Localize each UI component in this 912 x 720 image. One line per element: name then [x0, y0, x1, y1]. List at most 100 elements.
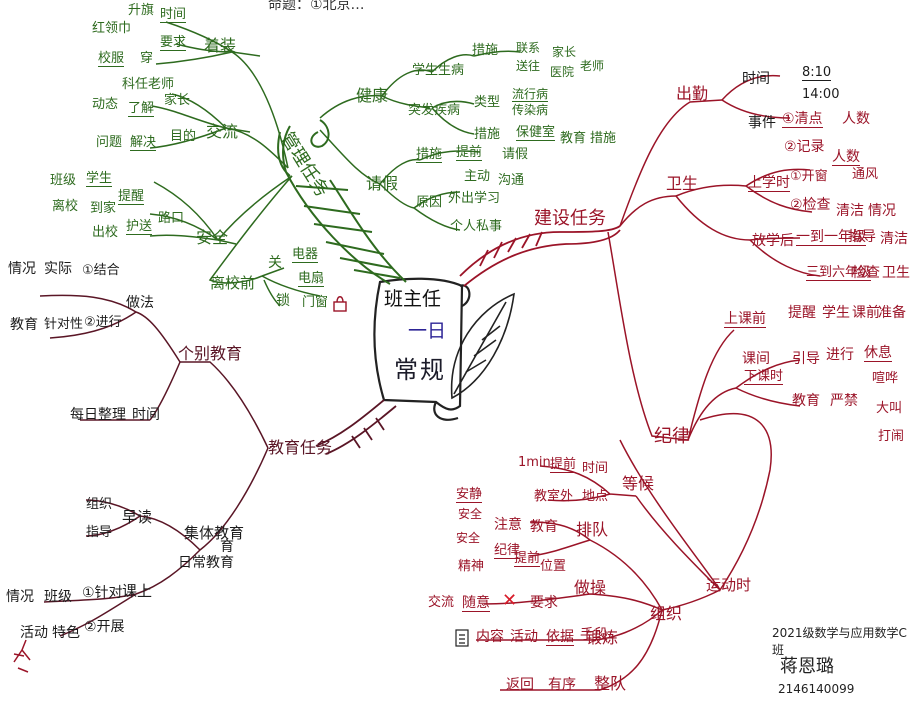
queue-item: 位置: [540, 559, 567, 574]
in-class-item: 班级: [44, 589, 72, 605]
safety-item: 学生: [86, 171, 113, 187]
hygiene-label: 卫生: [666, 174, 699, 193]
flower-icon: [13, 639, 31, 673]
attendance-time: 14:00: [802, 87, 840, 102]
attendance-event-item: 人数: [842, 111, 870, 127]
discipline-recess-item: 引导: [792, 351, 820, 367]
queue-item: 安全: [458, 507, 483, 521]
practice-item: 活动: [510, 629, 538, 645]
safety-item: 护送: [126, 219, 153, 235]
health-label: 健康: [356, 86, 389, 105]
safety-item: 提醒: [118, 189, 145, 205]
discipline-recess-item: 下课时: [744, 369, 784, 385]
individual-item: 实际: [44, 261, 72, 277]
individual-education-label: 个别教育: [178, 344, 243, 363]
attendance-event-item: 人数: [832, 149, 860, 166]
dress-item: 升旗: [128, 3, 155, 18]
waiting-item: 1min: [518, 455, 551, 470]
construction-title: 建设任务: [534, 208, 606, 229]
exchange-item: 目的: [170, 129, 197, 144]
in-class-item: 特色: [52, 625, 80, 641]
practice-label: 锻炼: [586, 628, 619, 647]
leave-item: 请假: [502, 147, 529, 162]
leave-item: 外出学习: [448, 191, 501, 206]
hygiene-item: ②检查: [790, 197, 831, 213]
student-id: 2146140099: [778, 682, 855, 696]
management-branches: [149, 21, 521, 307]
hygiene-item: 指导: [848, 229, 876, 245]
attendance-event-label: 事件: [748, 115, 776, 131]
discipline-before-item: 课前: [852, 305, 880, 321]
health-item: 学生生病: [412, 63, 465, 78]
queue-item: 精神: [458, 559, 485, 574]
exchange-item: 问题: [96, 135, 123, 150]
exchange-item: 了解: [128, 101, 155, 117]
hygiene-item: 检查: [852, 265, 880, 281]
individual-item: 教育: [10, 317, 38, 333]
hygiene-item: 清洁: [880, 231, 908, 247]
individual-item: 针对性: [44, 317, 84, 332]
leave-item: 沟通: [498, 173, 525, 188]
safety-item: 到家: [90, 201, 117, 216]
discipline-before-item: 提醒: [788, 305, 816, 321]
waiting-item: 提前: [550, 457, 577, 473]
individual-item: 时间: [132, 407, 160, 423]
education-trunk: [315, 399, 397, 455]
hygiene-item: 情况: [868, 203, 896, 219]
health-item: 流行病: [512, 87, 549, 102]
in-class-item: 活动: [20, 625, 48, 641]
queue-item: 安静: [456, 487, 483, 503]
individual-item: ①结合: [82, 263, 120, 278]
queue-item: 纪律: [494, 543, 521, 559]
exchange-item: 科任老师: [122, 77, 175, 92]
hygiene-item: 清洁: [836, 203, 864, 219]
dress-item: 要求: [160, 35, 187, 51]
safety-item: 离校: [52, 199, 79, 214]
exchange-item: 家长: [164, 93, 191, 108]
attendance-time-label: 时间: [742, 71, 770, 87]
practice-item: 手段: [580, 627, 608, 643]
tidy-item: 有序: [548, 677, 576, 693]
attendance-time: 8:10: [802, 65, 832, 81]
exercise-do-label: 做操: [574, 578, 607, 597]
center-day: 一日: [408, 320, 447, 342]
before-leave-item: 电扇: [298, 271, 325, 287]
health-item: 突发疾病: [408, 103, 461, 118]
hygiene-item: 放学后: [752, 233, 794, 249]
waiting-item: 教室外: [534, 489, 574, 504]
top-cropped-text: 命题：①北京…: [268, 0, 365, 13]
class-info: 2021级数学与应用数学C班: [772, 626, 907, 657]
leave-item: 原因: [416, 195, 443, 210]
practice-item: 内容: [476, 629, 504, 645]
exercise-do-item: 随意: [462, 595, 490, 612]
in-class-item: ①针对: [82, 585, 123, 601]
safety-item: 出校: [92, 225, 119, 240]
cross-mark-icon: ✕: [502, 590, 518, 611]
health-item: 联系: [516, 41, 541, 55]
in-class-item: ②开展: [84, 619, 125, 635]
queue-item: 提前: [514, 551, 541, 567]
collective-education-label: 集体教育: [184, 524, 245, 542]
health-item: 类型: [474, 95, 501, 110]
individual-item: ②进行: [84, 315, 122, 330]
waiting-item: 地点: [582, 489, 609, 504]
queue-label: 排队: [576, 520, 609, 539]
dress-item: 校服: [98, 51, 125, 67]
notepad-icon: [455, 629, 469, 647]
management-trunk: [277, 119, 407, 285]
health-item: 送往: [516, 59, 541, 73]
education-branches: [39, 294, 269, 637]
leave-item: 提前: [456, 145, 483, 161]
health-item: 措施: [472, 43, 499, 58]
queue-item: 安全: [456, 531, 481, 545]
individual-method-label: 做法: [126, 295, 154, 311]
discipline-before-item: 上课前: [724, 311, 766, 328]
attendance-label: 出勤: [676, 84, 709, 103]
hygiene-item: 一到一年级: [796, 229, 866, 246]
waiting-item: 时间: [582, 461, 609, 476]
health-item: 措施: [474, 127, 501, 142]
discipline-recess-item: 课间: [742, 351, 770, 367]
lock-icon: [333, 296, 347, 312]
